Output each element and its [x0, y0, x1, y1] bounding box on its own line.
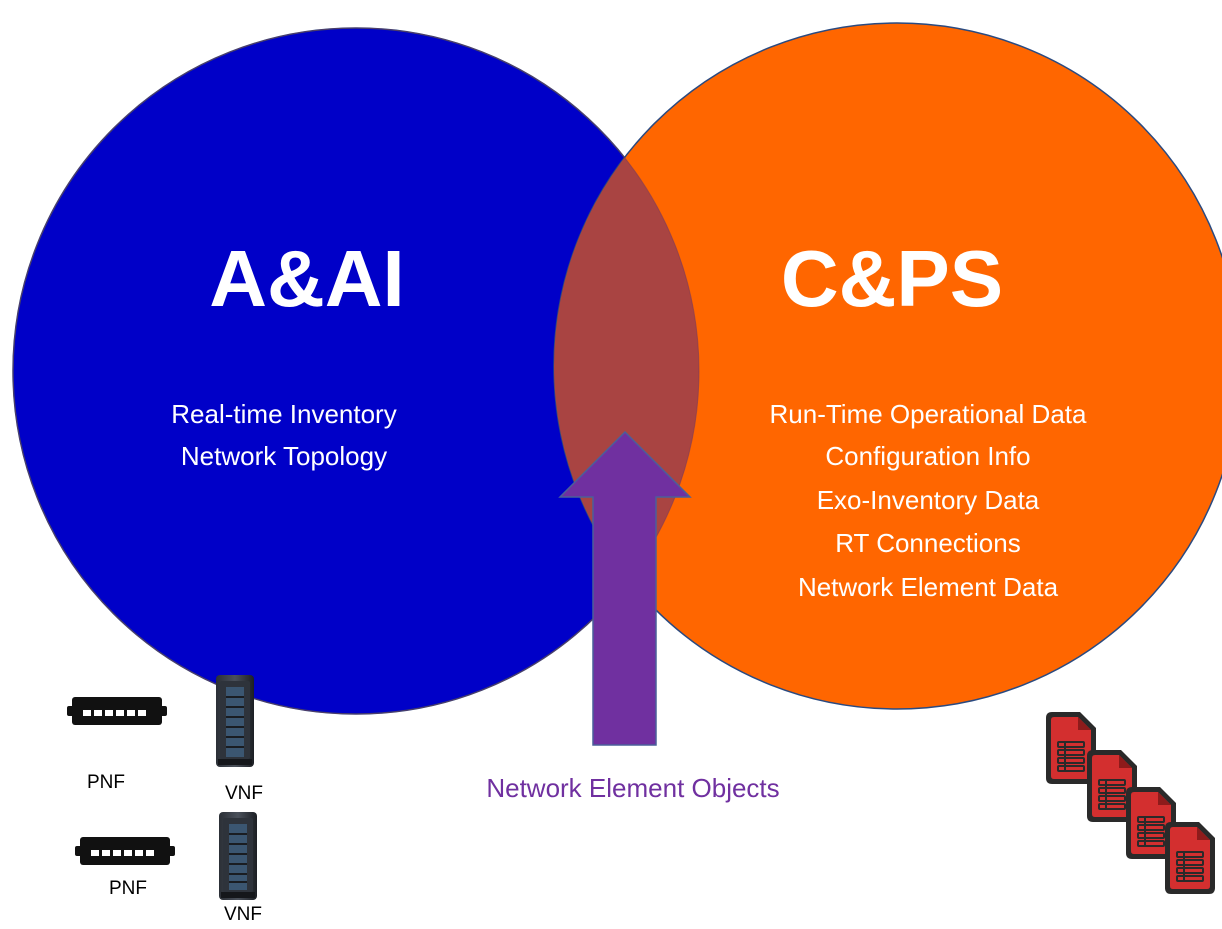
vnf-server-icon: [219, 812, 257, 900]
device-group-1: PNF VNF: [67, 675, 263, 804]
pnf-switch-icon: [67, 697, 167, 725]
a-and-ai-title: A&AI: [209, 234, 405, 323]
up-arrow-icon: [558, 430, 692, 746]
vnf-server-icon: [216, 675, 254, 767]
a-and-ai-line-1: Real-time Inventory: [171, 399, 396, 429]
vnf-label: VNF: [225, 783, 263, 804]
c-and-ps-line-4: RT Connections: [835, 528, 1020, 558]
pnf-switch-icon: [75, 837, 175, 865]
c-and-ps-title: C&PS: [781, 234, 1003, 323]
c-and-ps-line-5: Network Element Data: [798, 572, 1059, 602]
vnf-label: VNF: [224, 904, 262, 925]
document-icon: [1087, 750, 1137, 822]
a-and-ai-line-2: Network Topology: [181, 441, 387, 471]
c-and-ps-line-2: Configuration Info: [825, 441, 1030, 471]
pnf-label: PNF: [87, 772, 125, 793]
document-icon: [1165, 822, 1215, 894]
pnf-label: PNF: [109, 878, 147, 899]
device-group-2: PNF VNF: [75, 812, 262, 925]
c-and-ps-line-1: Run-Time Operational Data: [770, 399, 1087, 429]
document-stack-icon: [1046, 712, 1215, 894]
c-and-ps-line-3: Exo-Inventory Data: [817, 485, 1040, 515]
network-element-objects-label: Network Element Objects: [486, 773, 779, 803]
document-icon: [1126, 787, 1176, 859]
document-icon: [1046, 712, 1096, 784]
